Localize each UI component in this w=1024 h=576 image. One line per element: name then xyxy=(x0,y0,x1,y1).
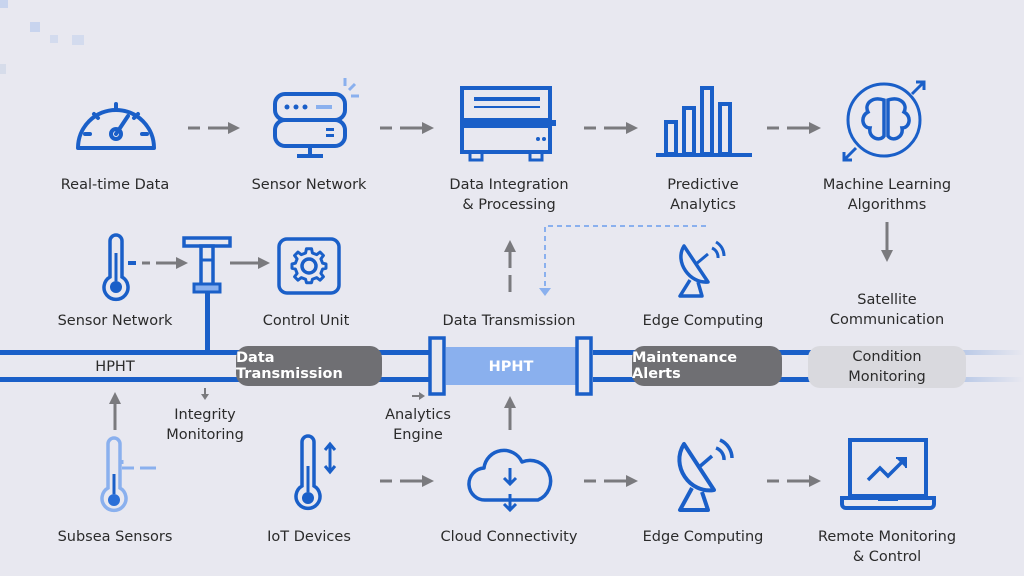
label-subsea-sensors: Subsea Sensors xyxy=(57,529,173,545)
satellite-dish-icon xyxy=(678,240,726,298)
label-line: Satellite xyxy=(857,292,917,308)
label-line: Communication xyxy=(829,312,945,328)
label-edge-computing-mid: Edge Computing xyxy=(642,313,764,329)
label-real-time-data: Real-time Data xyxy=(60,177,170,193)
gauge-icon xyxy=(76,102,156,150)
label-line: Algorithms xyxy=(847,197,927,213)
label-line: Machine Learning xyxy=(822,177,952,193)
label-data-integration: Data Integration & Processing xyxy=(449,175,568,215)
hpht-left-label: HPHT xyxy=(95,359,135,375)
label-line: Analytics xyxy=(670,197,736,213)
label-remote-monitoring: Remote Monitoring & Control xyxy=(818,527,956,567)
bar-chart-icon xyxy=(656,86,752,157)
condition-monitoring-pill[interactable]: Condition Monitoring xyxy=(808,346,966,388)
label-machine-learning: Machine Learning Algorithms xyxy=(823,175,951,215)
label-line: Monitoring xyxy=(166,427,244,443)
label-line: Engine xyxy=(393,427,443,443)
maintenance-alerts-pill[interactable]: Maintenance Alerts xyxy=(632,346,782,386)
label-data-transmission-mid: Data Transmission xyxy=(442,313,576,329)
laptop-chart-icon xyxy=(840,438,936,510)
cloud-download-icon xyxy=(467,448,553,513)
server-icon xyxy=(273,78,359,158)
label-cloud-connectivity: Cloud Connectivity xyxy=(440,529,578,545)
decorative-squares xyxy=(0,0,84,74)
control-unit-gear-icon[interactable] xyxy=(277,237,343,295)
condition-line2: Monitoring xyxy=(848,369,926,385)
server-rack-icon xyxy=(460,86,556,162)
iot-thermometer-arrows-icon xyxy=(294,434,337,511)
label-iot-devices: IoT Devices xyxy=(267,529,351,545)
label-line: Remote Monitoring xyxy=(817,529,957,545)
hpht-center-label: HPHT xyxy=(488,359,534,375)
label-line: & Control xyxy=(852,549,922,565)
label-edge-computing-bottom: Edge Computing xyxy=(642,529,764,545)
valve-icon xyxy=(182,236,232,294)
satellite-dish-bottom-icon xyxy=(677,438,734,512)
label-sensor-network-mid: Sensor Network xyxy=(57,313,173,329)
brain-icon xyxy=(842,80,926,162)
subsea-thermometer-icon xyxy=(100,436,156,513)
label-satellite-communication: Satellite Communication xyxy=(830,290,944,330)
label-line: Predictive xyxy=(667,177,739,193)
label-line: Integrity xyxy=(174,407,236,423)
label-line: Data Integration xyxy=(449,177,569,193)
label-predictive-analytics: Predictive Analytics xyxy=(667,175,738,215)
label-line: Analytics xyxy=(385,407,451,423)
label-line: & Processing xyxy=(462,197,556,213)
label-control-unit: Control Unit xyxy=(262,313,350,329)
thermometer-icon xyxy=(102,233,130,302)
label-analytics-engine: Analytics Engine xyxy=(385,405,451,445)
data-transmission-pill[interactable]: Data Transmission xyxy=(236,346,382,386)
condition-line1: Condition xyxy=(852,349,922,365)
label-integrity-monitoring: Integrity Monitoring xyxy=(166,405,244,445)
label-sensor-network-top: Sensor Network xyxy=(251,177,367,193)
